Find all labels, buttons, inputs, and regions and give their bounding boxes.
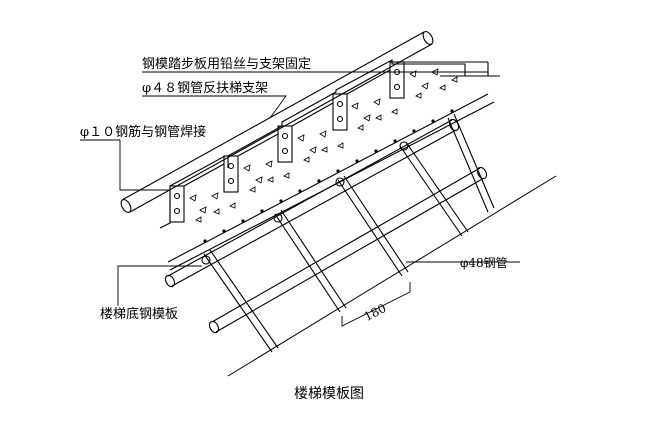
label-pipe-48: φ48钢管 xyxy=(460,255,508,270)
stair-steps xyxy=(159,59,500,229)
label-pipe-brace: φ４８钢管反扶梯支架 xyxy=(142,81,268,96)
vertical-support-pipes xyxy=(201,113,495,353)
leader-lines xyxy=(80,64,520,306)
label-bottom-formwork: 楼梯底钢模板 xyxy=(100,306,178,322)
ground-slope-line xyxy=(227,175,557,377)
label-top-fixing: 钢模踏步板用铅丝与支架固定 xyxy=(142,57,311,72)
dimension-180 xyxy=(341,282,411,327)
label-rebar-weld: φ１０钢筋与钢管焊接 xyxy=(80,124,206,140)
diagram-caption: 楼梯模板图 xyxy=(294,386,364,402)
